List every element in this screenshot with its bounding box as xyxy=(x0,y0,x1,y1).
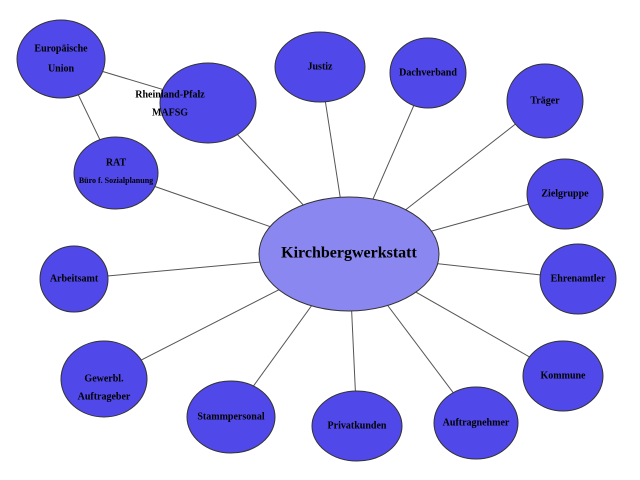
node-stammpersonal: Stammpersonal xyxy=(186,380,276,454)
node-rat: RAT Büro f. Sozialplanung xyxy=(73,136,159,210)
node-label: Träger xyxy=(530,95,560,106)
node-label: Dachverband xyxy=(399,67,457,78)
node-dachverband: Dachverband xyxy=(389,37,467,109)
node-kommune: Kommune xyxy=(522,340,604,412)
node-label: Europäische xyxy=(34,43,88,54)
node-ehrenamtler: Ehrenamtler xyxy=(539,243,617,315)
node-label: Auftragnehmer xyxy=(443,417,510,428)
node-label: Zielgruppe xyxy=(541,188,589,199)
node-label: Auftrageber xyxy=(78,391,131,402)
node-traeger: Träger xyxy=(506,63,584,139)
node-label: RAT xyxy=(106,157,127,168)
node-label: Arbeitsamt xyxy=(50,273,99,284)
node-arbeitsamt: Arbeitsamt xyxy=(39,245,109,313)
node-auftragnehmer: Auftragnehmer xyxy=(433,386,519,460)
node-label: Büro f. Sozialplanung xyxy=(79,176,153,185)
node-label: Kommune xyxy=(541,370,587,381)
center-node: Kirchbergwerkstatt xyxy=(258,196,440,312)
node-label: Justiz xyxy=(308,61,334,72)
node-label: Ehrenamtler xyxy=(551,273,606,284)
node-gewerbl: Gewerbl. Auftrageber xyxy=(60,340,148,418)
node-label: MAFSG xyxy=(152,107,188,118)
node-zielgruppe: Zielgruppe xyxy=(526,158,604,230)
center-label: Kirchbergwerkstatt xyxy=(281,245,417,262)
node-label: Gewerbl. xyxy=(84,373,124,384)
node-label: Rheinland-Pfalz xyxy=(135,89,205,100)
node-privatkunden: Privatkunden xyxy=(311,390,403,462)
node-label: Union xyxy=(48,63,75,74)
node-label: Privatkunden xyxy=(328,420,387,431)
node-justiz: Justiz xyxy=(274,31,366,103)
node-label: Stammpersonal xyxy=(197,411,264,422)
